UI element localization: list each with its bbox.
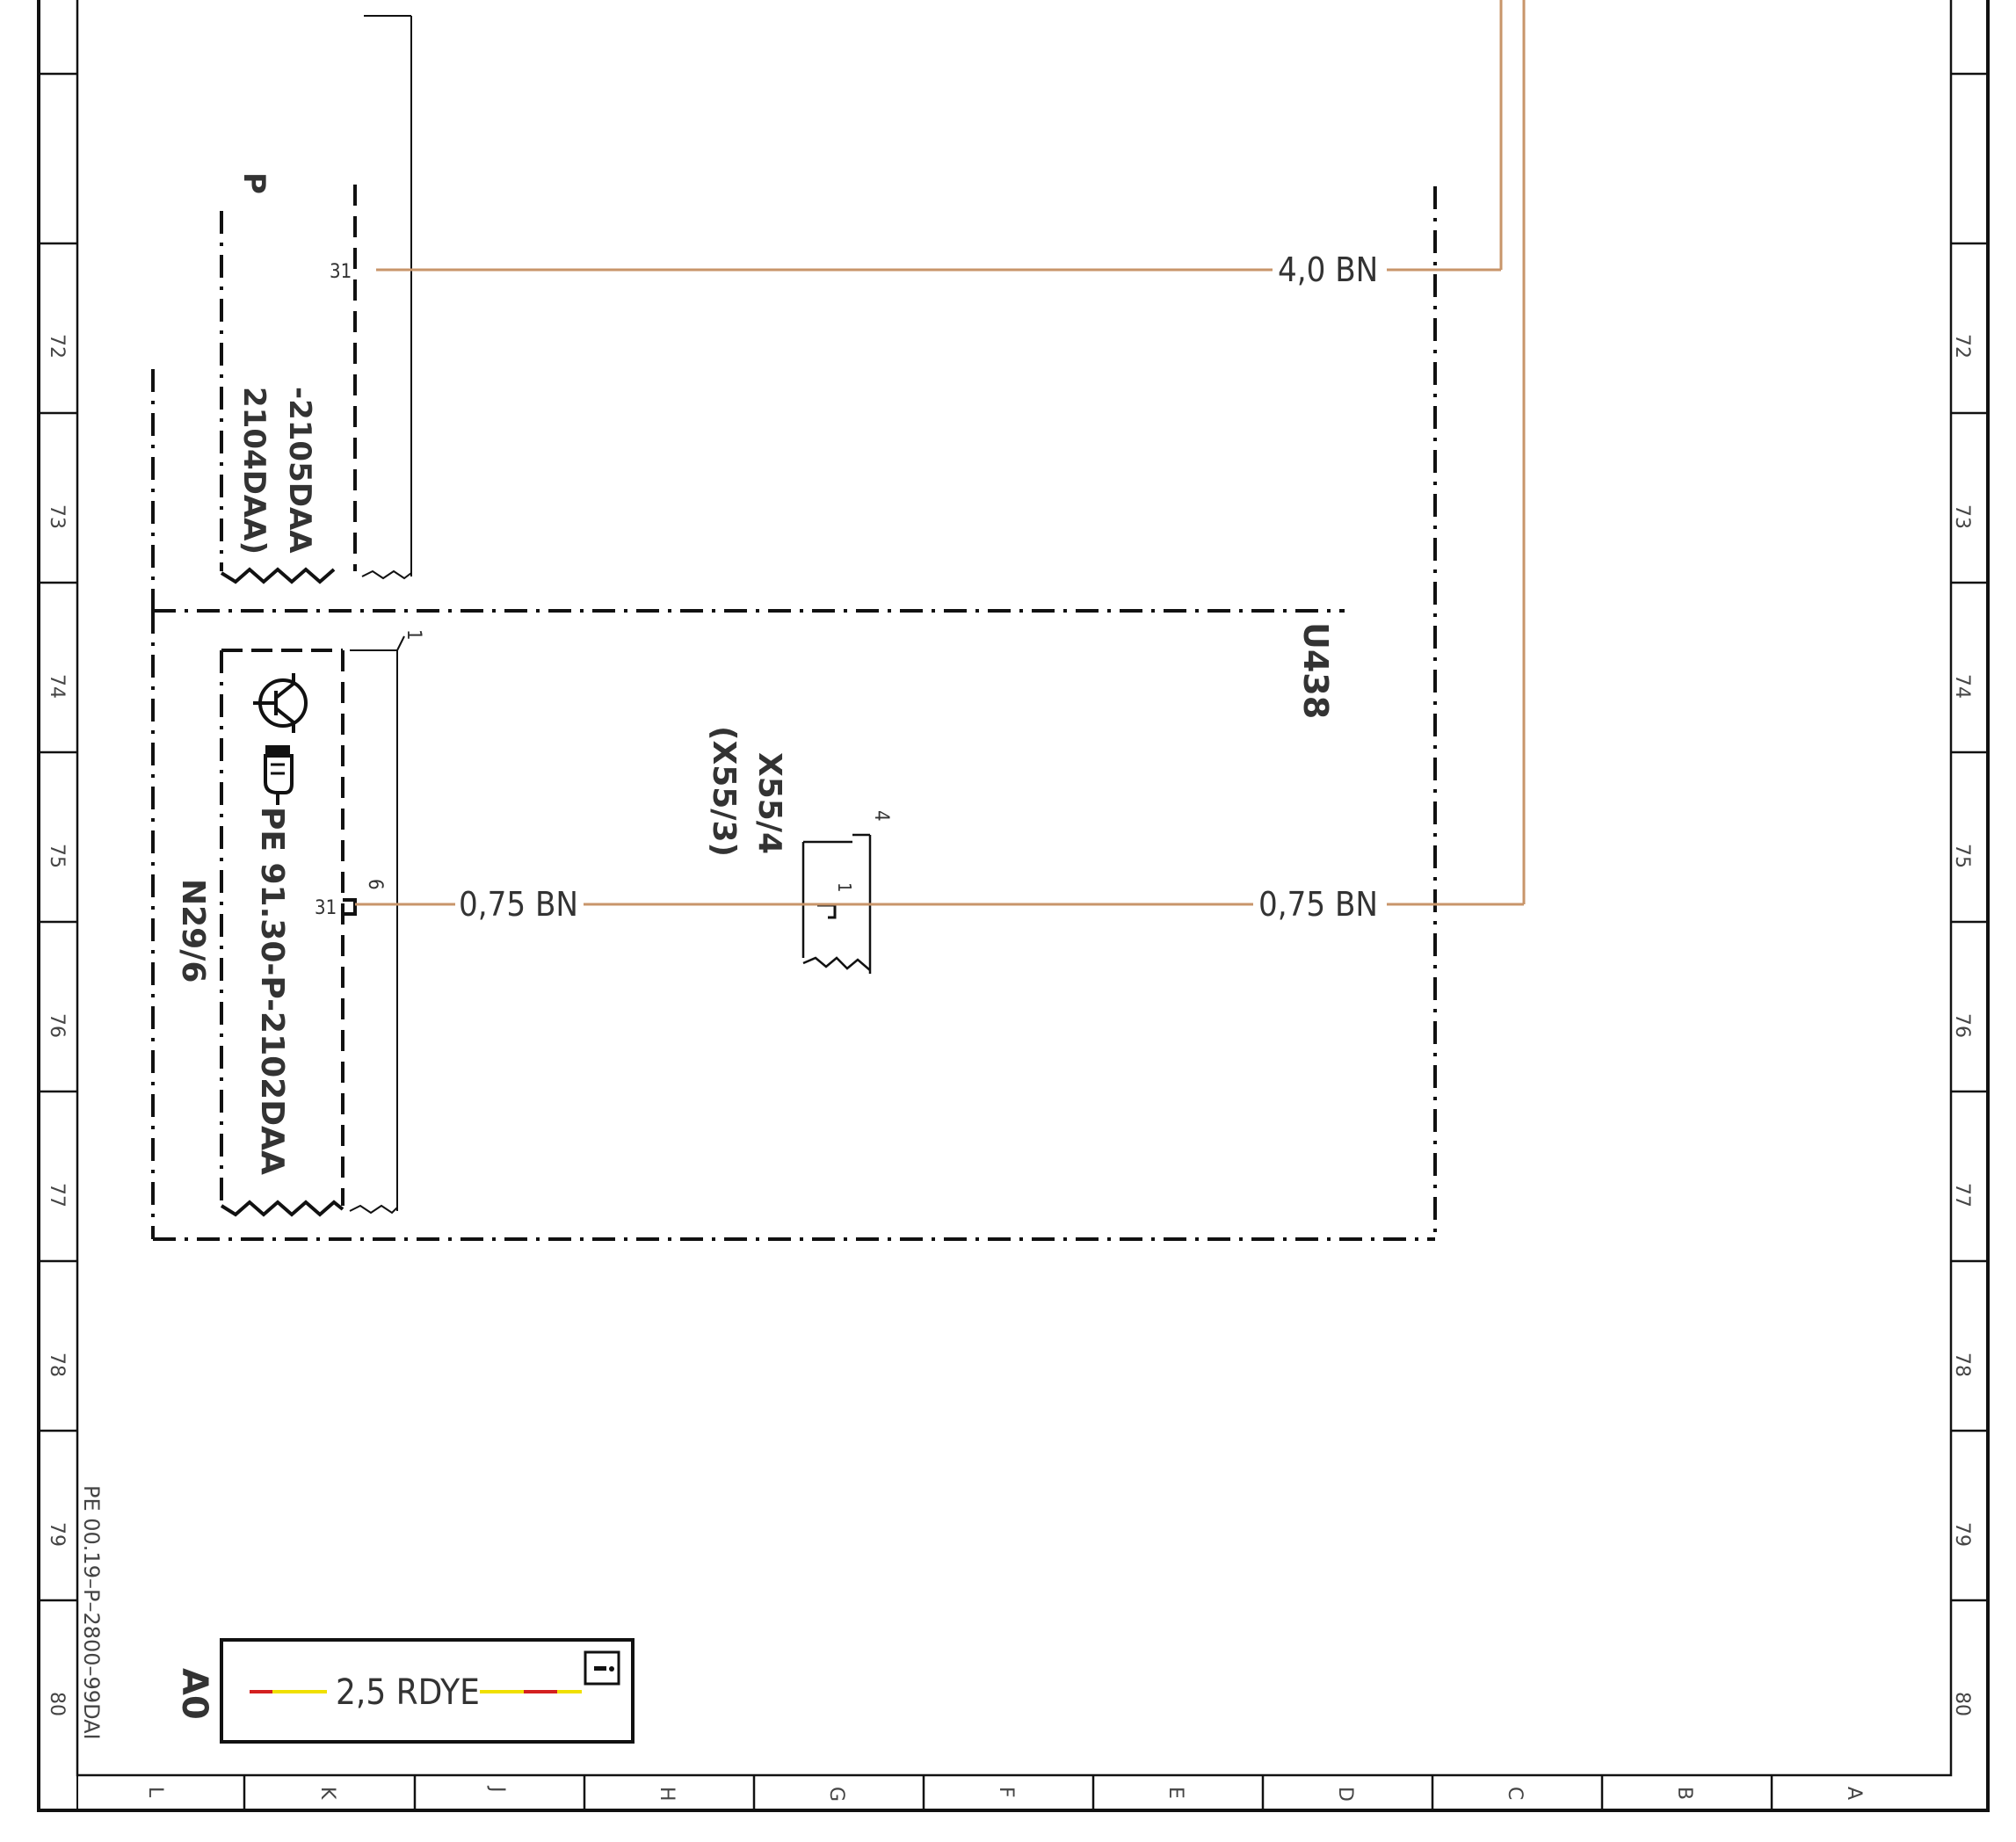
mid-wire-right-label: 0,75 BN [1258, 885, 1378, 924]
row-label-80-left: 80 [46, 1692, 68, 1716]
pin-top-1: 1 [402, 629, 424, 641]
n29-6-control-unit: PE 91.30-P-2102DAA N29/6 6 31 1 [175, 629, 424, 1217]
pin-top-31: 31 [330, 261, 352, 283]
n29-pin-terminal [343, 898, 357, 916]
row-labels-right: 72 73 74 75 76 77 78 79 80 [1951, 334, 1973, 1716]
row-label-78-right: 78 [1951, 1352, 1973, 1377]
col-label-J: J [486, 1785, 508, 1793]
top-connector-block: P -2105DAA 2104DAA) 31 [220, 15, 412, 584]
legend-wire-label: 2,5 RDYE [336, 1672, 480, 1713]
pin-mid-31: 31 [315, 897, 337, 919]
top-wire-label: 4,0 BN [1278, 250, 1378, 289]
document-reference: PE 00.19–P–2800–99DAI [79, 1485, 104, 1740]
col-label-B: B [1673, 1787, 1695, 1800]
row-label-77-left: 77 [46, 1183, 68, 1207]
wires: 4,0 BN 0,75 BN 0,75 BN [355, 0, 1526, 924]
column-dividers [243, 1775, 1773, 1810]
row-labels-left: 72 73 74 75 76 77 78 79 80 [46, 334, 68, 1716]
n29-zigzag [220, 1200, 344, 1217]
col-label-A: A [1843, 1787, 1865, 1800]
connector-name: X55/4 [751, 752, 787, 854]
col-label-L: L [144, 1787, 166, 1798]
hand-pointer-icon [264, 745, 294, 805]
outer-module-label: U438 [1296, 622, 1335, 719]
row-dividers [39, 72, 1988, 1602]
n29-pin-zigzag [349, 1204, 398, 1215]
row-label-74-right: 74 [1951, 674, 1973, 699]
mid-wire-left-label: 0,75 BN [459, 885, 578, 924]
col-label-D: D [1334, 1787, 1356, 1802]
legend-frame [220, 1638, 635, 1744]
row-label-79-right: 79 [1951, 1522, 1973, 1547]
row-label-78-left: 78 [46, 1352, 68, 1377]
connector-zigzag [802, 956, 871, 971]
col-label-E: E [1164, 1787, 1186, 1799]
u438-module-boundary: U438 [151, 186, 1437, 1241]
top-block-header: P [236, 172, 272, 194]
legend-id: A0 [174, 1668, 214, 1720]
row-label-79-left: 79 [46, 1522, 68, 1547]
row-label-72-right: 72 [1951, 334, 1973, 359]
connector-terminal [817, 903, 837, 919]
pin-mid-6: 6 [364, 879, 386, 890]
col-label-K: K [316, 1787, 338, 1800]
connector-alt-name: (X55/3) [706, 726, 742, 857]
top-block-zigzag [220, 567, 336, 584]
col-label-G: G [825, 1787, 847, 1802]
col-label-H: H [656, 1787, 678, 1802]
transistor-icon [253, 673, 308, 733]
info-icon [584, 1650, 620, 1686]
pin-conn-1: 1 [834, 882, 855, 892]
row-label-76-right: 76 [1951, 1013, 1973, 1038]
legend-box: 2,5 RDYE A0 [174, 1638, 635, 1744]
row-label-75-left: 75 [46, 844, 68, 868]
top-pin-zigzag [361, 569, 412, 580]
top-block-ref1: -2105DAA [282, 387, 317, 554]
row-label-77-right: 77 [1951, 1183, 1973, 1207]
column-labels: L K J H G F E D C B A [144, 1785, 1865, 1802]
control-unit-label: N29/6 [175, 879, 211, 983]
pin-conn-4: 4 [870, 810, 892, 822]
row-label-75-right: 75 [1951, 844, 1973, 868]
col-label-F: F [995, 1787, 1017, 1798]
outer-frame [37, 0, 1990, 1812]
row-label-80-right: 80 [1951, 1692, 1973, 1716]
row-label-74-left: 74 [46, 674, 68, 699]
control-unit-ref: PE 91.30-P-2102DAA [254, 807, 290, 1175]
row-label-73-right: 73 [1951, 504, 1973, 529]
col-label-C: C [1504, 1787, 1526, 1800]
row-label-73-left: 73 [46, 504, 68, 529]
row-label-72-left: 72 [46, 334, 68, 359]
x55-4-connector: X55/4 (X55/3) 4 1 [706, 726, 892, 974]
inner-frame [76, 0, 1953, 1777]
top-block-ref2: 2104DAA) [236, 387, 272, 555]
n29-pin1-tick [396, 635, 405, 651]
row-label-76-left: 76 [46, 1013, 68, 1038]
